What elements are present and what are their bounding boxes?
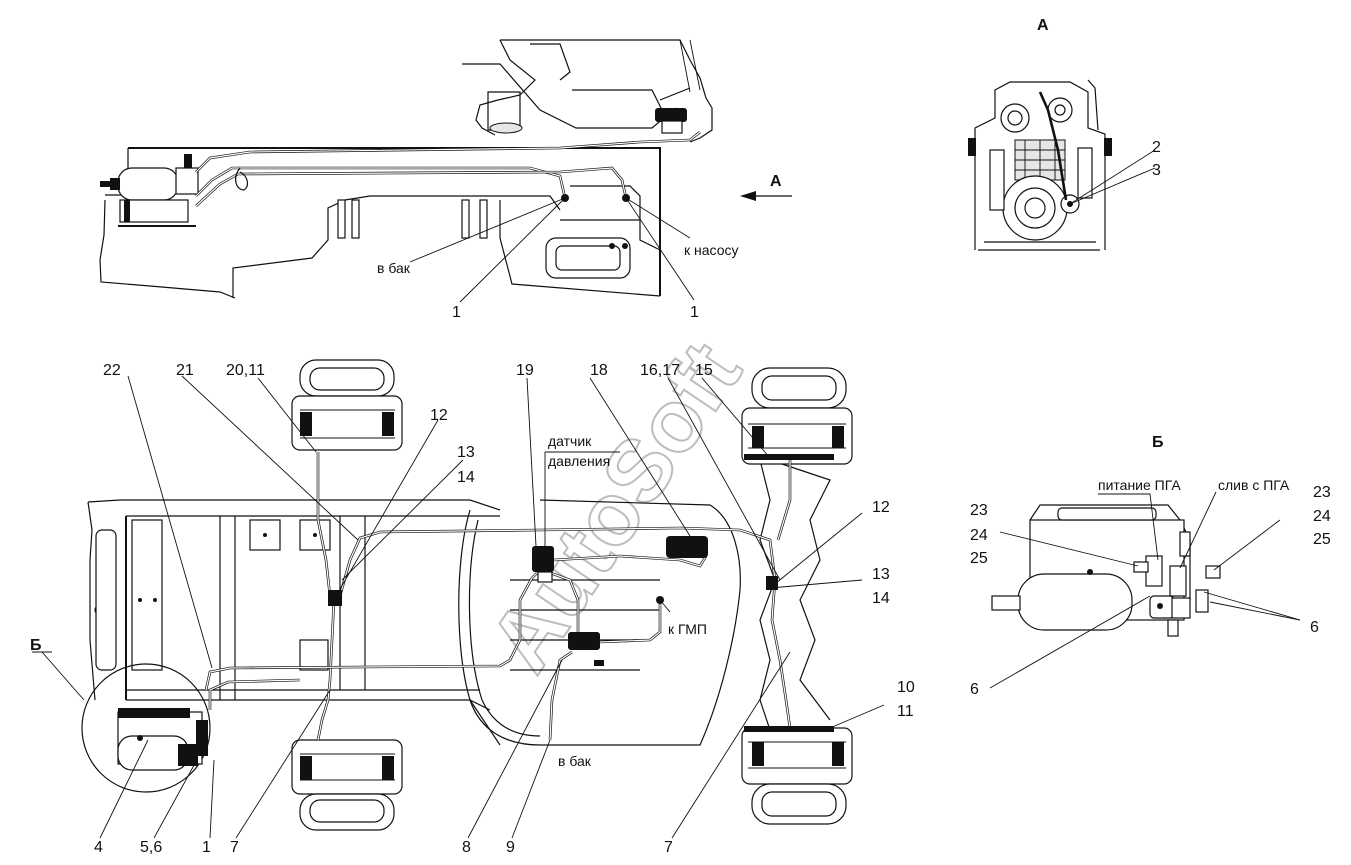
main-plan-view: 22 21 20,11 12 13 14 19 18 16,17 15 датч… [30,359,915,856]
callout-6-left: 6 [970,681,979,698]
view-arrow-a-label: А [770,173,782,190]
callout-14-left: 14 [457,469,475,486]
view-a-engine-front: А 2 3 [968,17,1161,251]
callout-b-detail: Б [30,637,42,654]
callout-16-17: 16,17 [640,362,680,379]
distributor-18-icon [666,536,708,558]
detail-b-circle [81,663,211,793]
callout-24-left: 24 [970,527,988,544]
front-left-wheel-icon [741,367,853,465]
callout-3: 3 [1152,162,1161,179]
watermark: AutoSoft [469,324,761,689]
main-hydraulic-lines [204,452,792,741]
callout-1-top-right: 1 [690,304,699,321]
label-to-tank-top: в бак [377,260,411,276]
label-pga-supply: питание ПГА [1098,477,1181,493]
view-a-title: А [1037,17,1049,34]
callout-2: 2 [1152,139,1161,156]
callout-7-right: 7 [664,839,673,856]
callout-4: 4 [94,839,103,856]
callout-14-right: 14 [872,590,890,607]
callout-12-right: 12 [872,499,890,516]
callout-6-right: 6 [1310,619,1319,636]
view-b-tank-detail: Б питание ПГА слив с ПГА 23 24 25 6 23 2… [970,434,1331,698]
callout-12-left: 12 [430,407,448,424]
callout-11-right: 11 [897,703,914,720]
rear-axle-hose-bar [744,454,834,460]
callout-8: 8 [462,839,471,856]
hydraulic-pump-unit-icon [100,154,199,227]
label-to-pump: к насосу [684,242,738,258]
view-b-title: Б [1152,434,1164,451]
callout-21: 21 [176,362,194,379]
front-axle-hose-bar [744,726,834,732]
callout-23-left: 23 [970,502,988,519]
rear-right-wheel-icon [291,739,403,831]
steering-unit-icon [655,108,687,122]
rear-left-wheel-icon [291,359,403,451]
callout-18: 18 [590,362,608,379]
top-side-view: в бак к насосу 1 1 А [99,39,792,321]
callout-20-11: 20,11 [226,362,265,379]
callout-19: 19 [516,362,534,379]
callout-22: 22 [103,362,121,379]
callout-25-left: 25 [970,550,988,567]
callout-13-left: 13 [457,444,475,461]
callout-15: 15 [695,362,713,379]
label-pga-drain: слив с ПГА [1218,477,1290,493]
callout-7-left: 7 [230,839,239,856]
label-to-gmp: к ГМП [668,621,707,637]
valve-19-icon [532,546,554,572]
coupler-12-left-icon [328,590,342,606]
filter-8-icon [568,632,600,650]
front-right-wheel-icon [741,727,853,825]
callout-1-top-left: 1 [452,304,461,321]
callout-10: 10 [897,679,915,696]
callout-5-6: 5,6 [140,839,162,856]
label-pressure-sensor-2: давления [548,453,610,469]
callout-9: 9 [506,839,515,856]
callout-24-right: 24 [1313,508,1331,525]
callout-25-right: 25 [1313,531,1331,548]
coupler-12-right-icon [766,576,778,590]
label-to-tank-bottom: в бак [558,753,592,769]
callout-23-right: 23 [1313,484,1331,501]
watermark-text: AutoSoft [470,325,760,688]
callout-13-right: 13 [872,566,890,583]
callout-1-bottom: 1 [202,839,211,856]
label-pressure-sensor-1: датчик [548,433,592,449]
